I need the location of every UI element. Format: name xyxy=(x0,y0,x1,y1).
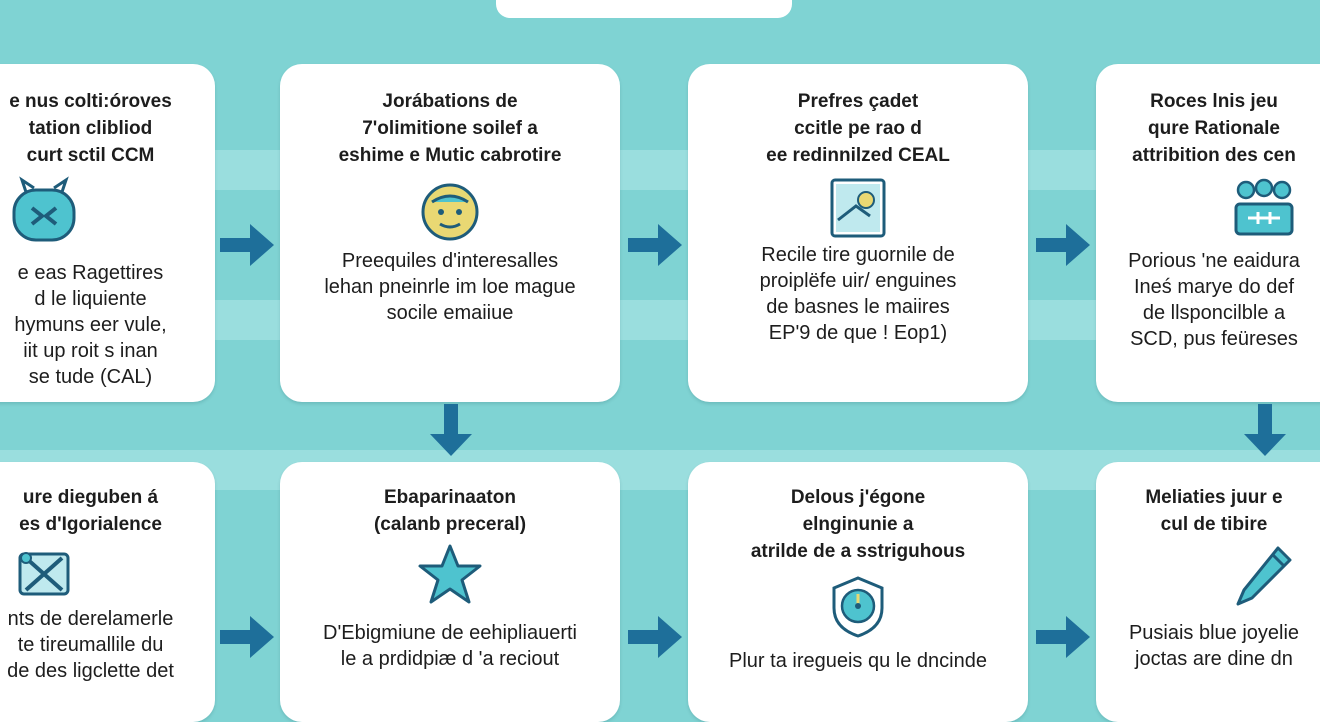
down-arrow-icon xyxy=(430,404,472,456)
down-arrow-icon xyxy=(1244,404,1286,456)
face-badge-icon xyxy=(421,183,479,241)
right-arrow-icon xyxy=(1036,616,1090,658)
right-arrow-icon xyxy=(220,616,274,658)
right-arrow-icon xyxy=(1036,224,1090,266)
right-arrow-icon xyxy=(628,616,682,658)
process-card-6: Ebaparinaaton(calanb preceral) D'Ebigmiu… xyxy=(280,462,620,722)
robot-face-icon xyxy=(12,176,76,242)
title-tab xyxy=(496,0,792,18)
gauge-shield-icon xyxy=(832,576,884,638)
card-title: Ebaparinaaton(calanb preceral) xyxy=(373,487,527,535)
right-arrow-icon xyxy=(628,224,682,266)
star-icon xyxy=(418,544,482,604)
pencil-icon xyxy=(1236,546,1292,606)
people-group-icon xyxy=(1234,178,1294,236)
right-arrow-icon xyxy=(220,224,274,266)
document-chart-icon xyxy=(830,178,886,238)
card-body: Plur ta iregueis qu le dncinde xyxy=(729,650,987,672)
crossed-tools-icon xyxy=(18,552,70,596)
